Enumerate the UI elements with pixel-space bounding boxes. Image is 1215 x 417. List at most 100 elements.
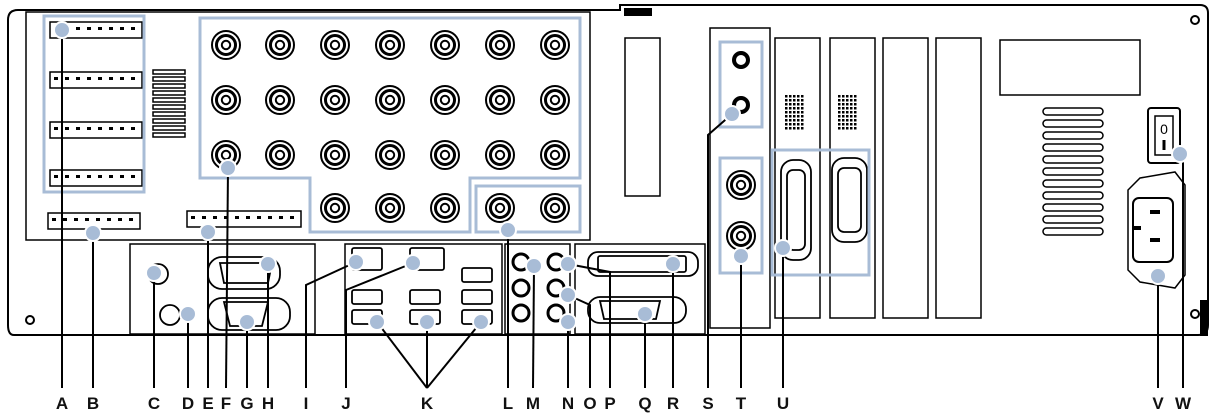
vent-slot <box>1042 119 1104 128</box>
leader-line-k <box>426 321 482 389</box>
callout-label-e: E <box>202 394 214 413</box>
audio-jack <box>546 303 566 323</box>
slot-5 <box>935 37 982 319</box>
bnc-connector <box>485 30 515 60</box>
ps2-bay <box>129 243 316 335</box>
vent-slot <box>152 76 186 82</box>
vent-slot <box>1042 227 1104 236</box>
terminal-block <box>49 21 143 39</box>
callout-dot-t <box>732 247 750 265</box>
vent-slot <box>152 83 186 89</box>
callout-dot-p <box>559 255 577 273</box>
callout-dot-f <box>219 159 237 177</box>
callout-dot-r <box>664 255 682 273</box>
usb-port <box>351 289 383 305</box>
callout-dot-u <box>774 239 792 257</box>
callout-label-h: H <box>261 394 275 413</box>
callout-dot-d <box>179 305 197 323</box>
callout-dot-n <box>559 313 577 331</box>
bnc-connector <box>485 140 515 170</box>
bnc-connector <box>375 193 405 223</box>
screw-icon <box>1190 309 1200 319</box>
video-bay <box>574 243 706 335</box>
leader-line-m <box>532 265 535 389</box>
callout-label-o: O <box>583 394 597 413</box>
vent-slot <box>1042 143 1104 152</box>
screw-icon <box>25 315 35 325</box>
leader-line-k <box>376 321 428 389</box>
vent-slot <box>1042 179 1104 188</box>
callout-dot-s <box>723 105 741 123</box>
vent-slot <box>152 118 186 124</box>
psu-label-area <box>999 39 1141 96</box>
lan-usb-bay <box>344 243 503 335</box>
bnc-connector <box>211 30 241 60</box>
callout-dot-i <box>347 253 365 271</box>
vga-port <box>222 301 270 327</box>
bnc-connector <box>265 140 295 170</box>
bnc-connector <box>485 193 515 223</box>
power-socket <box>1127 171 1186 289</box>
callout-label-p: P <box>604 394 616 413</box>
vent-slot <box>1042 191 1104 200</box>
callout-label-g: G <box>240 394 254 413</box>
callout-label-i: I <box>303 394 309 413</box>
callout-label-f: F <box>220 394 232 413</box>
slot-4 <box>882 37 929 319</box>
vent-slot <box>152 97 186 103</box>
vent-slot <box>1042 107 1104 116</box>
callout-dot-j <box>404 254 422 272</box>
usb-port <box>461 267 493 283</box>
callout-dot-e <box>199 223 217 241</box>
callout-label-q: Q <box>638 394 652 413</box>
leader-line-o <box>567 294 591 388</box>
callout-dot-k <box>418 313 436 331</box>
callout-dot-l <box>499 221 517 239</box>
bnc-connector <box>726 221 756 251</box>
callout-label-m: M <box>525 394 541 413</box>
power-switch[interactable] <box>1147 107 1181 164</box>
callout-frame-f <box>198 16 582 234</box>
vent-slot <box>1042 155 1104 164</box>
callout-label-t: T <box>735 394 747 413</box>
bnc-connector <box>540 30 570 60</box>
power-switch-label: 0 <box>1160 121 1168 137</box>
vent-slot <box>152 132 186 138</box>
bnc-connector <box>540 85 570 115</box>
bnc-connector <box>375 30 405 60</box>
callout-label-k: K <box>420 394 434 413</box>
callout-label-d: D <box>181 394 195 413</box>
callout-label-w: W <box>1174 394 1192 413</box>
vent-slot <box>1042 131 1104 140</box>
usb-port <box>409 289 441 305</box>
bnc-connector <box>485 85 515 115</box>
vent-slot <box>1042 215 1104 224</box>
callout-dot-q <box>636 305 654 323</box>
bnc-connector <box>726 170 756 200</box>
callout-label-v: V <box>1152 394 1164 413</box>
callout-dot-a <box>53 21 71 39</box>
leader-line-s <box>707 113 733 388</box>
leader-line-f <box>225 167 229 389</box>
dvi-port <box>597 255 687 273</box>
terminal-block <box>49 71 143 89</box>
audio-jack <box>732 51 750 69</box>
callout-label-n: N <box>561 394 575 413</box>
screw-icon <box>1190 15 1200 25</box>
callout-dot-h <box>259 255 277 273</box>
callout-label-l: L <box>502 394 514 413</box>
callout-dot-w <box>1171 145 1189 163</box>
bnc-connector <box>320 140 350 170</box>
callout-dot-k <box>472 313 490 331</box>
dvi-frame <box>587 251 699 277</box>
callout-dot-g <box>238 313 256 331</box>
dsub-port-frame <box>831 157 868 243</box>
callout-label-s: S <box>702 394 714 413</box>
io-panel <box>25 11 591 241</box>
callout-dot-b <box>84 224 102 242</box>
bnc-connector <box>265 30 295 60</box>
vent-slot <box>152 104 186 110</box>
leader-line-p <box>567 263 611 388</box>
ps2-port <box>159 304 181 326</box>
